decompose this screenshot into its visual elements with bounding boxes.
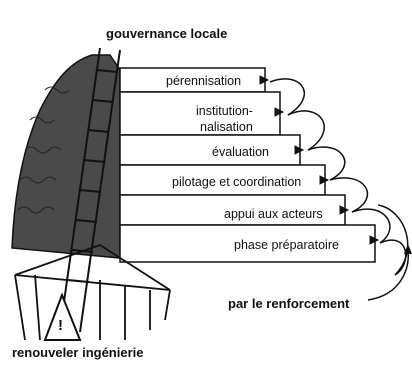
- warning-triangle: [43, 292, 82, 341]
- step-label-pilotage: pilotage et coordination: [172, 175, 302, 189]
- bottom-left-label: renouveler ingénierie: [12, 345, 144, 360]
- step-label-appui: appui aux acteurs: [224, 207, 323, 221]
- step-label-institution-2: nalisation: [200, 120, 253, 134]
- hill-texture: [17, 86, 70, 214]
- warning-exclamation: !: [58, 317, 63, 334]
- top-label: gouvernance locale: [106, 26, 228, 41]
- ladder: [59, 47, 121, 333]
- staircase: [119, 67, 376, 263]
- base-stand: [14, 244, 171, 341]
- reinforcement-arrowhead: [404, 244, 412, 254]
- feedback-loops: [269, 78, 409, 276]
- step-label-preparatoire: phase préparatoire: [234, 238, 339, 252]
- step-label-evaluation: évaluation: [212, 145, 269, 159]
- step-label-institution-1: institution-: [196, 104, 253, 118]
- reinforcement-label: par le renforcement: [228, 296, 350, 311]
- hill-foliage: [11, 54, 121, 259]
- reinforcement-arrow: [367, 249, 409, 301]
- step-arrows: [259, 75, 380, 245]
- step-label-perennisation: pérennisation: [166, 74, 242, 88]
